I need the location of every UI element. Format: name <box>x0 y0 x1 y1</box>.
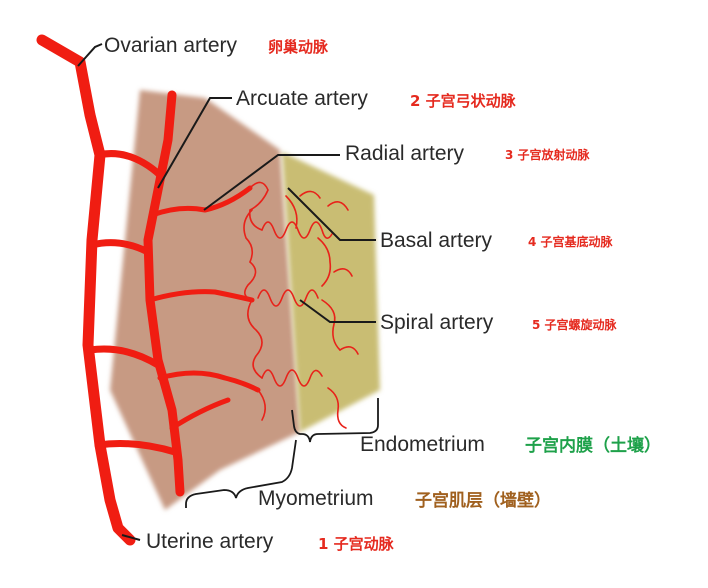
endometrium-region <box>282 152 380 432</box>
uterine-artery-label: Uterine artery <box>146 530 274 553</box>
leader-lines <box>77 43 376 541</box>
myometrium-brace <box>185 439 297 508</box>
myometrium-label: Myometrium <box>258 487 374 510</box>
spiral-artery-label-zh: 5 子宫螺旋动脉 <box>532 317 618 332</box>
basal-artery-label: Basal artery <box>380 229 493 252</box>
radial-artery-label-zh: 3 子宫放射动脉 <box>505 147 591 162</box>
arcuate-artery-branches <box>86 150 179 456</box>
spiral-artery-label: Spiral artery <box>380 311 494 334</box>
ovarian-artery-label-zh: 卵巢动脉 <box>268 38 329 56</box>
spiral-arteries <box>243 181 359 429</box>
uterine-artery-label-zh: 1 子宫动脉 <box>318 535 395 553</box>
basal-artery-label-zh: 4 子宫基底动脉 <box>528 234 614 249</box>
ovarian-artery-label: Ovarian artery <box>104 34 238 57</box>
radial-artery-label: Radial artery <box>345 142 465 165</box>
myometrium-label-zh: 子宫肌层（墙壁） <box>415 490 551 511</box>
arcuate-artery-label-zh: 2 子宫弓状动脉 <box>410 92 517 110</box>
uterine-artery-trunk <box>36 34 136 546</box>
endometrium-brace <box>291 398 379 443</box>
endometrium-label-zh: 子宫内膜（土壤） <box>525 435 661 456</box>
endometrium-label: Endometrium <box>360 433 485 456</box>
arcuate-artery-label: Arcuate artery <box>236 87 368 110</box>
